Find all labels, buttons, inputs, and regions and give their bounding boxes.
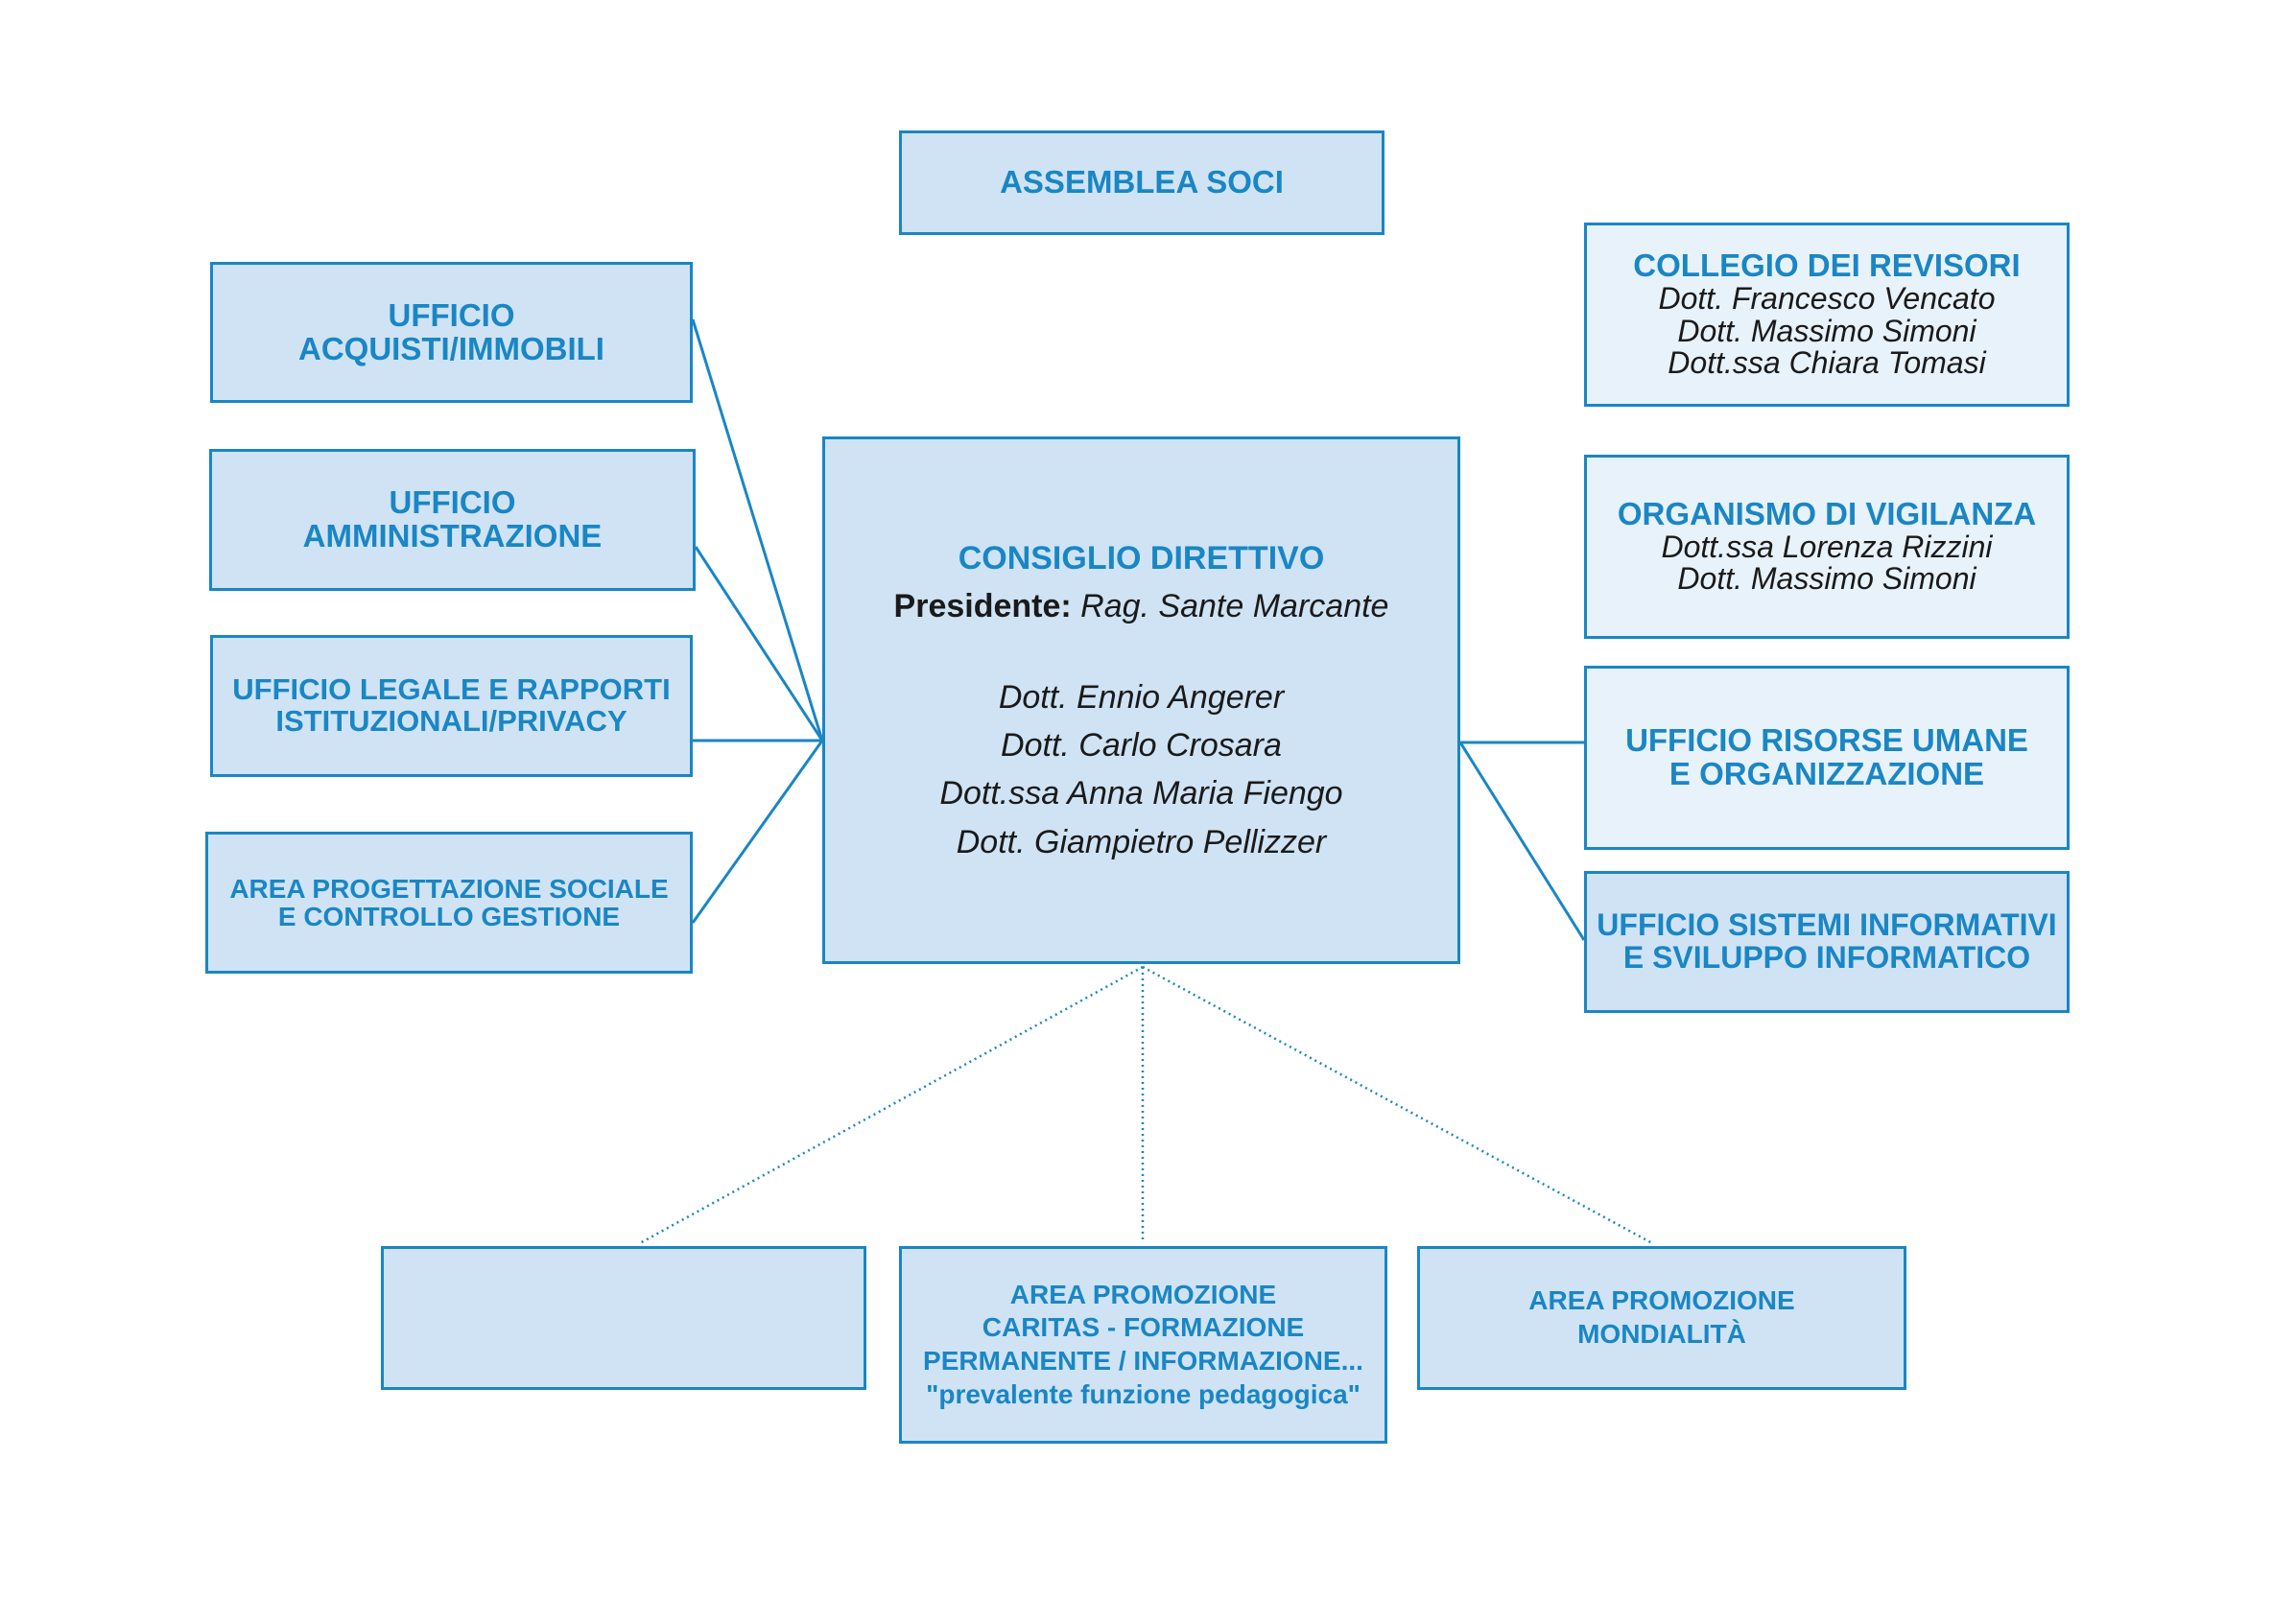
link-bottom-right — [1142, 965, 1653, 1245]
box-label-line: PERMANENTE / INFORMAZIONE... — [923, 1346, 1363, 1376]
collegio-revisori-title: COLLEGIO DEI REVISORI — [1633, 247, 2021, 284]
box-label-line: UFFICIO — [388, 296, 515, 333]
link-sistemi — [1458, 741, 1586, 941]
assemblea-soci-box: ASSEMBLEA SOCI — [899, 130, 1384, 235]
link-bottom-left — [639, 965, 1144, 1245]
area-promozione-caritas-box: AREA PROMOZIONE CARITAS - FORMAZIONE PER… — [899, 1246, 1387, 1444]
empty-area-box — [381, 1246, 866, 1390]
box-label-line: UFFICIO — [389, 484, 516, 521]
box-label-line: MONDIALITÀ — [1577, 1319, 1746, 1349]
organismo-vigilanza-box: ORGANISMO DI VIGILANZA Dott.ssa Lorenza … — [1584, 455, 2070, 639]
assemblea-soci-label: ASSEMBLEA SOCI — [1000, 164, 1284, 200]
box-label-line: ACQUISTI/IMMOBILI — [298, 330, 604, 366]
president-name: Rag. Sante Marcante — [1080, 588, 1389, 625]
member-name: Dott. Massimo Simoni — [1677, 313, 1976, 348]
revisori-members: Dott. Francesco Vencato Dott. Massimo Si… — [1658, 280, 1996, 381]
area-promozione-mondialita-box: AREA PROMOZIONE MONDIALITÀ — [1417, 1246, 1906, 1390]
box-label-line: E SVILUPPO INFORMATICO — [1622, 940, 2031, 975]
member-name: Dott. Massimo Simoni — [1677, 561, 1976, 597]
box-label-line: CARITAS - FORMAZIONE — [982, 1312, 1305, 1343]
box-label-line: ISTITUZIONALI/PRIVACY — [275, 704, 627, 738]
president-line: Presidente: Rag. Sante Marcante — [894, 582, 1389, 630]
organismo-vigilanza-title: ORGANISMO DI VIGILANZA — [1617, 496, 2037, 532]
link-amministrazione — [694, 546, 824, 741]
ufficio-risorse-umane-box: UFFICIO RISORSE UMANE E ORGANIZZAZIONE — [1584, 666, 2070, 850]
vigilanza-members: Dott.ssa Lorenza Rizzini Dott. Massimo S… — [1661, 529, 1993, 597]
member-name: Dott. Giampietro Pellizzer — [956, 823, 1327, 860]
member-name: Dott. Ennio Angerer — [998, 678, 1285, 716]
ufficio-sistemi-informativi-box: UFFICIO SISTEMI INFORMATIVI E SVILUPPO I… — [1584, 871, 2070, 1013]
consiglio-direttivo-box: CONSIGLIO DIRETTIVO Presidente: Rag. San… — [822, 436, 1460, 964]
box-label-line: E ORGANIZZAZIONE — [1668, 756, 1985, 791]
member-name: Dott.ssa Lorenza Rizzini — [1661, 529, 1993, 564]
box-label-line: UFFICIO SISTEMI INFORMATIVI — [1597, 907, 2057, 943]
consiglio-members: Dott. Ennio Angerer Dott. Carlo Crosara … — [939, 673, 1342, 866]
box-label-line: AMMINISTRAZIONE — [302, 518, 603, 553]
president-label: Presidente: — [893, 588, 1072, 625]
ufficio-acquisti-box: UFFICIO ACQUISTI/IMMOBILI — [210, 262, 693, 403]
box-label-line: AREA PROMOZIONE — [1009, 1279, 1277, 1309]
box-label-line: "prevalente funzione pedagogica" — [926, 1378, 1361, 1409]
consiglio-direttivo-title: CONSIGLIO DIRETTIVO — [958, 540, 1325, 577]
member-name: Dott.ssa Anna Maria Fiengo — [939, 775, 1343, 812]
box-label-line: UFFICIO LEGALE E RAPPORTI — [232, 672, 671, 707]
box-label-line: UFFICIO RISORSE UMANE — [1625, 722, 2028, 759]
collegio-revisori-box: COLLEGIO DEI REVISORI Dott. Francesco Ve… — [1584, 223, 2070, 407]
ufficio-legale-box: UFFICIO LEGALE E RAPPORTI ISTITUZIONALI/… — [210, 635, 693, 777]
area-progettazione-box: AREA PROGETTAZIONE SOCIALE E CONTROLLO G… — [205, 832, 693, 974]
link-progettazione — [691, 740, 824, 924]
member-name: Dott. Francesco Vencato — [1658, 280, 1996, 316]
box-label-line: AREA PROMOZIONE — [1528, 1285, 1795, 1316]
link-acquisti — [691, 318, 824, 741]
box-label-line: AREA PROGETTAZIONE SOCIALE — [229, 873, 669, 904]
member-name: Dott. Carlo Crosara — [1001, 727, 1282, 764]
member-name: Dott.ssa Chiara Tomasi — [1668, 345, 1986, 381]
ufficio-amministrazione-box: UFFICIO AMMINISTRAZIONE — [209, 449, 696, 591]
box-label-line: E CONTROLLO GESTIONE — [277, 902, 621, 931]
